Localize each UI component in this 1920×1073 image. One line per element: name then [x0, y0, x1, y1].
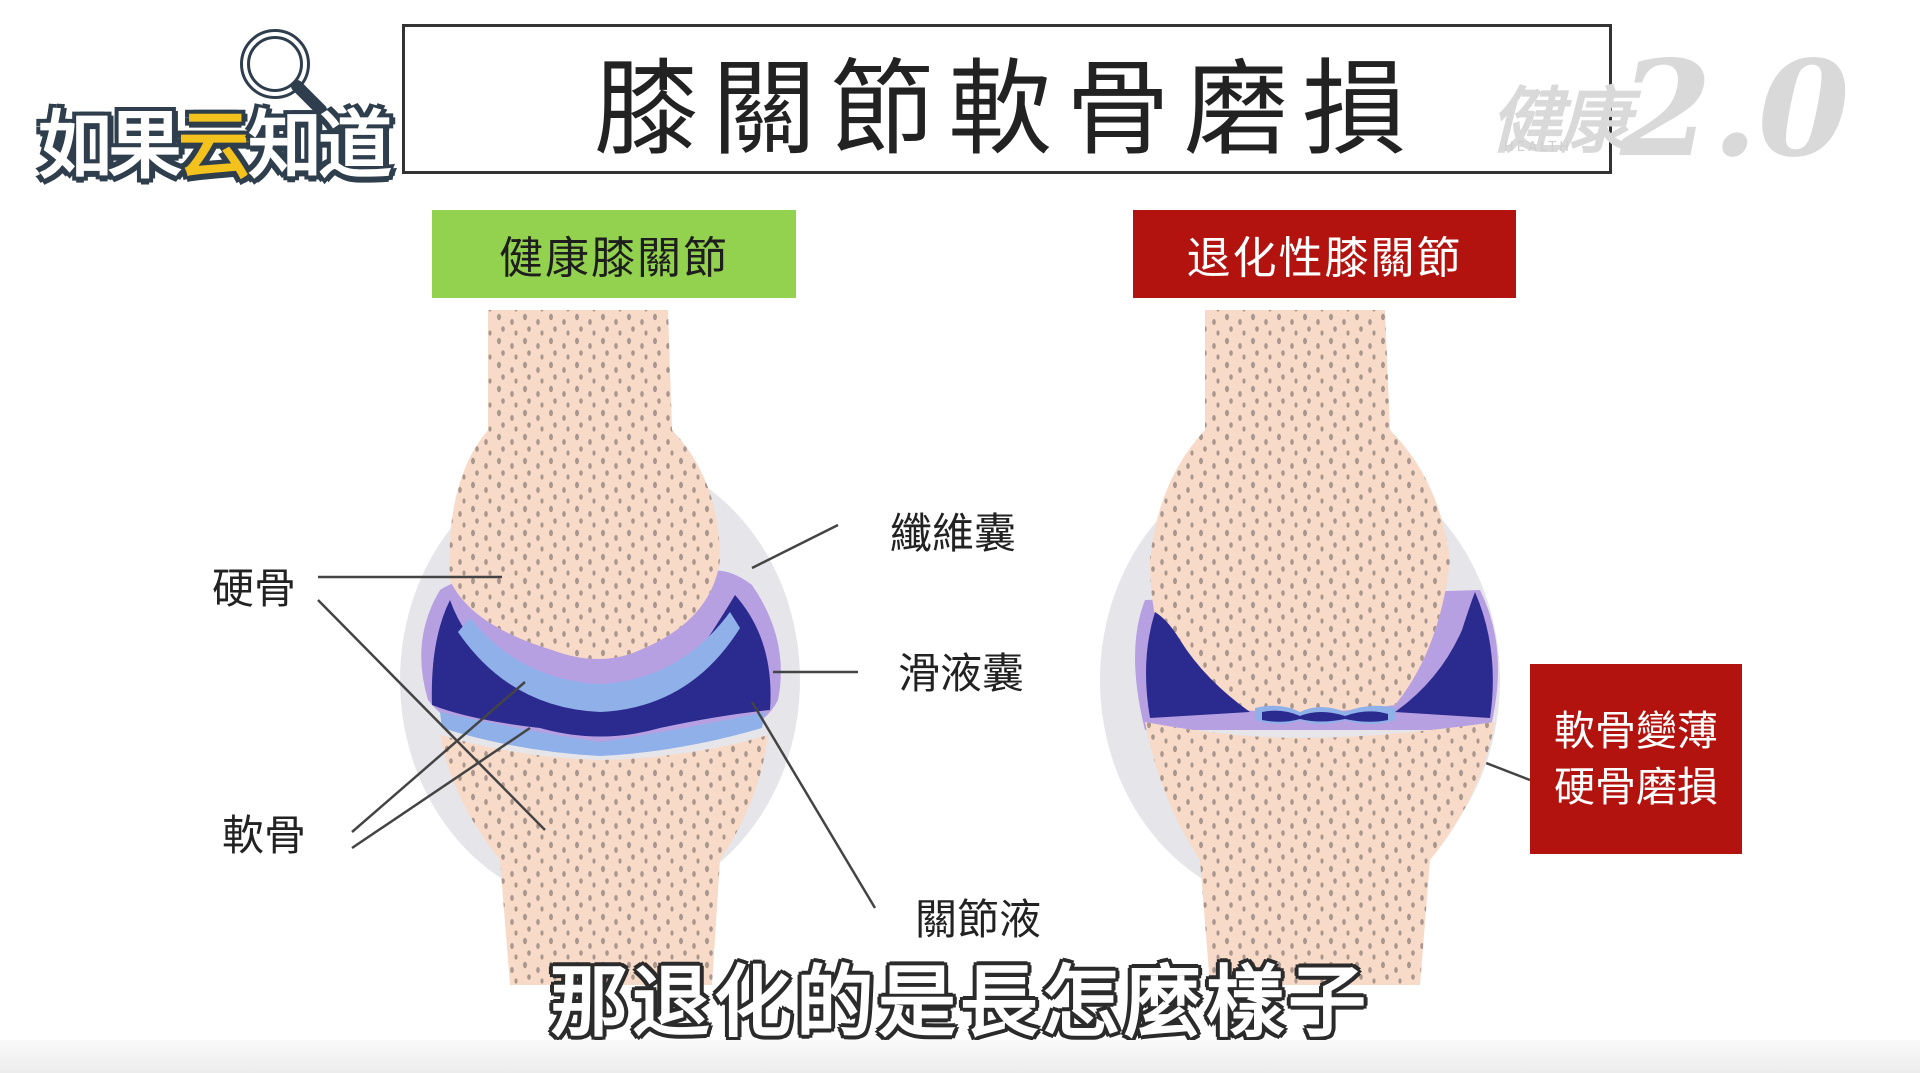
note-line-2: 硬骨磨損 [1554, 763, 1718, 811]
label-fibrous-capsule: 纖維囊 [890, 509, 1017, 558]
degen-joint-fluid-left [1146, 612, 1250, 718]
healthy-knee [400, 310, 800, 985]
line-hard-bone-2 [317, 599, 546, 831]
brand-number: 2.0 [1620, 32, 1850, 187]
degenerative-knee-label: 退化性膝關節 [1133, 210, 1516, 298]
line-cartilage-2 [351, 726, 531, 850]
healthy-knee-label: 健康膝關節 [432, 210, 796, 298]
healthy-joint-fluid [431, 595, 771, 737]
logo-text: 如果云知道 [38, 103, 392, 189]
brand-watermark: 健康 2.0 HEALTH [1490, 32, 1870, 187]
degenerative-knee [1100, 310, 1500, 985]
degen-joint-fluid-right [1395, 592, 1493, 718]
channel-logo: 如果云知道 [38, 22, 392, 202]
brand-sub: HEALTH [1504, 140, 1573, 155]
video-subtitle: 那退化的是長怎麼樣子 [549, 958, 1370, 1048]
page-title: 膝關節軟骨磨損 [593, 47, 1420, 170]
label-cartilage: 軟骨 [222, 811, 307, 860]
line-joint-fluid [750, 701, 877, 909]
line-cartilage-1 [351, 681, 526, 833]
label-synovial-sac: 滑液囊 [898, 649, 1025, 698]
brand-name: 健康 [1490, 79, 1630, 163]
title-box: 膝關節軟骨磨損 [402, 24, 1612, 174]
degeneration-note: 軟骨變薄 硬骨磨損 [1530, 664, 1742, 854]
label-joint-fluid: 關節液 [915, 895, 1042, 944]
line-fibrous-capsule [751, 523, 839, 570]
healthy-cartilage [458, 612, 740, 712]
bottom-bar [0, 1040, 1920, 1073]
magnifier-icon [240, 29, 327, 116]
note-line-1: 軟骨變薄 [1554, 707, 1718, 755]
label-hard-bone: 硬骨 [212, 564, 297, 613]
